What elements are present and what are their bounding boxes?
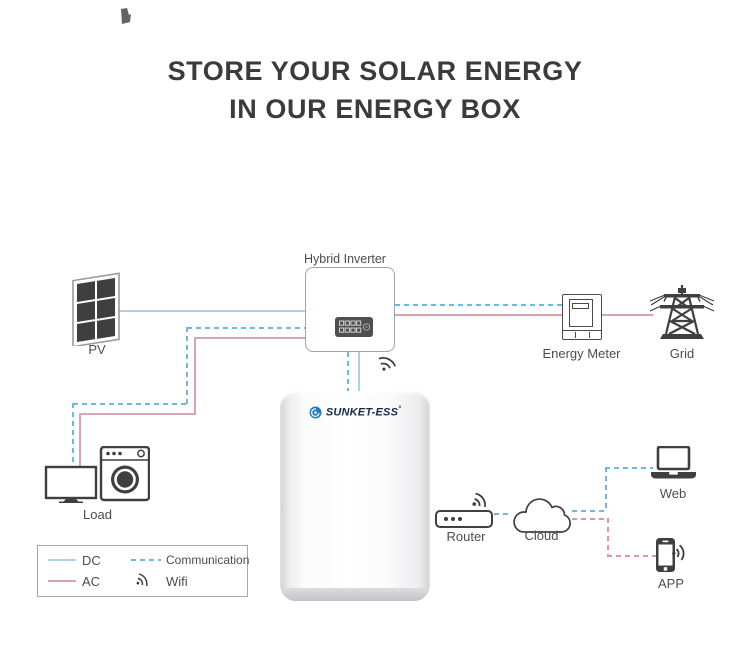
hybrid-inverter [305, 267, 395, 352]
comm-line-inverter-to-battery [347, 352, 349, 392]
legend-ac-line [48, 580, 76, 582]
comm-line-inverter-left [187, 327, 305, 329]
energy-meter [562, 294, 602, 340]
app-label: APP [657, 576, 684, 591]
battery-energy-box: SUNKET-ESS° [280, 391, 430, 601]
dc-line-pv-to-inverter [118, 310, 306, 312]
app-line-to-app [607, 555, 659, 557]
ac-line-left-run [79, 413, 195, 415]
cloud-label: Cloud [524, 528, 559, 543]
meter-terminal-strip [563, 330, 601, 339]
brand-mark: ° [398, 406, 402, 414]
phone-wifi-icon [672, 544, 685, 561]
meter-label: Energy Meter [542, 346, 621, 361]
app-line-cloud-down [607, 518, 609, 557]
cloud-icon [513, 498, 571, 533]
ac-line-meter-to-grid [601, 314, 653, 316]
ac-line-to-load [79, 413, 81, 466]
ac-line-left-drop-1 [194, 337, 196, 415]
load-label: Load [83, 507, 112, 522]
brand-name: SUNKET-ESS° [325, 406, 402, 419]
comm-line-router-to-cloud [494, 513, 512, 515]
legend-dc-label: DC [82, 553, 101, 568]
legend-ac-label: AC [82, 574, 101, 589]
comm-line-left-drop-1 [186, 327, 188, 405]
comm-line-to-web [605, 467, 653, 469]
inverter-label: Hybrid Inverter [304, 252, 386, 266]
battery-brand: SUNKET-ESS° [280, 406, 430, 419]
meter-terminal-notch [575, 332, 590, 338]
inverter-display [335, 317, 373, 337]
comm-line-cloud-up [605, 467, 607, 512]
router-icon [435, 492, 493, 528]
battery-base [282, 588, 428, 601]
legend-wifi-label: Wifi [166, 574, 188, 589]
legend-communication-line [131, 559, 161, 561]
title-line-1: STORE YOUR SOLAR ENERGY [167, 56, 583, 86]
web-label: Web [659, 486, 687, 501]
app-line-cloud-out [572, 518, 609, 520]
comm-line-left-run [73, 403, 188, 405]
meter-screen-header [572, 303, 589, 309]
page-title: STORE YOUR SOLAR ENERGY IN OUR ENERGY BO… [0, 52, 750, 128]
comm-line-to-load [72, 403, 74, 466]
pv-label: PV [88, 342, 106, 357]
comm-line-cloud-out [572, 510, 607, 512]
dc-line-inverter-to-battery [358, 352, 360, 392]
grid-tower-icon [649, 285, 715, 339]
legend-wifi-icon [136, 573, 148, 587]
grid-label: Grid [669, 346, 695, 361]
ac-line-inverter-to-meter [395, 314, 563, 316]
pv-panel-icon [72, 272, 120, 346]
router-label: Router [446, 529, 486, 544]
legend-dc-line [48, 559, 76, 561]
load-icons [44, 446, 150, 503]
meter-screen [569, 299, 593, 327]
app-phone-icon [656, 538, 685, 572]
title-line-2: IN OUR ENERGY BOX [229, 94, 521, 124]
inverter-wifi-icon [378, 357, 396, 371]
ac-line-inverter-left [194, 337, 305, 339]
monitor-icon [44, 465, 98, 503]
legend-communication-label: Communication [166, 553, 250, 567]
phone-body [656, 538, 675, 572]
web-laptop-icon [651, 446, 696, 479]
washer-icon [99, 446, 150, 502]
router-wifi-icon [472, 492, 486, 508]
legend-box: DC Communication AC Wifi [37, 545, 250, 597]
corner-watermark [121, 8, 131, 24]
brand-logo-icon [309, 406, 322, 419]
comm-line-inverter-to-meter [395, 304, 563, 306]
